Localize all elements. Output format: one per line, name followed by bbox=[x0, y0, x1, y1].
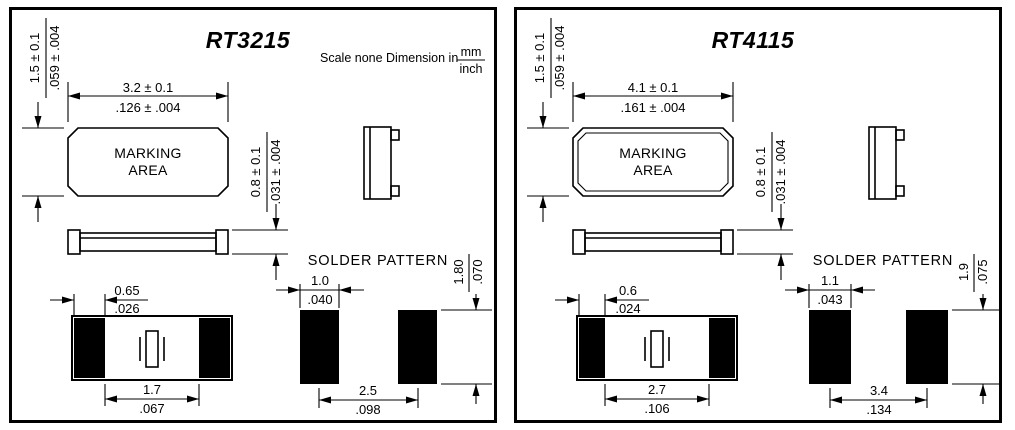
panel-rt4115: RT4115 1.5 ± 0.1 .059 ± .004 4.1 ± 0.1 .… bbox=[514, 7, 1002, 423]
bottom-view bbox=[71, 315, 233, 381]
solder-pattern bbox=[809, 310, 948, 384]
bottom-pad-left bbox=[74, 318, 105, 378]
dim-pad-width-mm: 0.6 bbox=[619, 283, 637, 298]
dim-land-height-inch: .070 bbox=[470, 259, 485, 284]
dim-land-width-mm: 1.1 bbox=[821, 273, 839, 288]
dim-pad-gap: 1.7 .067 bbox=[104, 382, 200, 416]
dim-body-thickness-mm: 0.8 ± 0.1 bbox=[248, 147, 263, 198]
crystal-symbol bbox=[139, 330, 165, 368]
dim-land-height-mm: 1.80 bbox=[451, 259, 466, 284]
side-view bbox=[572, 229, 734, 255]
package-outline bbox=[572, 127, 734, 197]
bottom-view bbox=[576, 315, 738, 381]
dim-land-width-inch: .043 bbox=[817, 292, 842, 307]
dim-land-height-inch: .075 bbox=[975, 259, 990, 284]
side-view bbox=[67, 229, 229, 255]
dim-body-width-inch: .161 ± .004 bbox=[621, 100, 686, 115]
dim-land-pitch: 2.5 .098 bbox=[318, 383, 419, 417]
dim-body-height: 1.5 ± 0.1 .059 ± .004 bbox=[527, 18, 569, 222]
dim-land-height-mm: 1.9 bbox=[956, 263, 971, 281]
dim-pad-width-mm: 0.65 bbox=[114, 283, 139, 298]
package-inner-outline bbox=[577, 132, 729, 192]
dim-pad-gap-inch: .067 bbox=[139, 401, 164, 416]
dim-pad-width: 0.6 .024 bbox=[555, 283, 649, 316]
unit-mm-label: mm bbox=[461, 45, 482, 59]
bottom-view-outline bbox=[576, 315, 738, 381]
marking-area-line2: AREA bbox=[633, 162, 673, 178]
dim-land-width: 1.1 .043 bbox=[785, 273, 875, 308]
dim-land-width: 1.0 .040 bbox=[276, 273, 364, 308]
land-right bbox=[906, 310, 948, 384]
dim-body-thickness-inch: .031 ± .004 bbox=[268, 140, 283, 205]
land-left bbox=[809, 310, 851, 384]
panel-border bbox=[9, 7, 497, 423]
bottom-view-outline bbox=[71, 315, 233, 381]
dim-land-pitch-inch: .098 bbox=[355, 402, 380, 417]
end-view bbox=[868, 126, 905, 200]
dim-land-width-inch: .040 bbox=[307, 292, 332, 307]
scale-note-text: Scale none Dimension in bbox=[320, 51, 458, 65]
dim-body-width-mm: 4.1 ± 0.1 bbox=[628, 80, 679, 95]
dim-land-pitch-mm: 2.5 bbox=[359, 383, 377, 398]
panel-title: RT3215 bbox=[206, 27, 291, 53]
dim-body-height-mm: 1.5 ± 0.1 bbox=[532, 33, 547, 84]
dim-pad-gap-inch: .106 bbox=[644, 401, 669, 416]
dim-body-width-inch: .126 ± .004 bbox=[116, 100, 181, 115]
dim-body-thickness-mm: 0.8 ± 0.1 bbox=[753, 147, 768, 198]
dim-body-thickness-inch: .031 ± .004 bbox=[773, 140, 788, 205]
marking-area-line1: MARKING bbox=[114, 145, 181, 161]
unit-inch-label: inch bbox=[460, 62, 483, 76]
dim-land-height: 1.80 .070 bbox=[441, 254, 492, 404]
dim-pad-gap-mm: 1.7 bbox=[143, 382, 161, 397]
bottom-pad-left bbox=[579, 318, 605, 378]
dim-pad-width-inch: .026 bbox=[114, 301, 139, 316]
end-view bbox=[363, 126, 400, 200]
dim-body-width: 4.1 ± 0.1 .161 ± .004 bbox=[572, 80, 734, 122]
marking-area-line1: MARKING bbox=[619, 145, 686, 161]
scale-note: Scale none Dimension in mm inch bbox=[320, 45, 485, 76]
bottom-pad-right bbox=[709, 318, 735, 378]
panel-title: RT4115 bbox=[712, 27, 795, 53]
dim-land-pitch-inch: .134 bbox=[866, 402, 891, 417]
dim-body-height-inch: .059 ± .004 bbox=[47, 26, 62, 91]
land-right bbox=[398, 310, 437, 384]
marking-area-top-view: MARKING AREA bbox=[67, 127, 229, 197]
dim-land-width-mm: 1.0 bbox=[311, 273, 329, 288]
panel-border bbox=[514, 7, 1002, 423]
marking-area-top-view: MARKING AREA bbox=[572, 127, 734, 197]
package-outline bbox=[67, 127, 229, 197]
marking-area-line2: AREA bbox=[128, 162, 168, 178]
dim-pad-gap: 2.7 .106 bbox=[604, 382, 710, 416]
dim-land-pitch: 3.4 .134 bbox=[829, 383, 928, 417]
dim-pad-width: 0.65 .026 bbox=[50, 283, 148, 316]
solder-pattern-label: SOLDER PATTERN bbox=[813, 253, 953, 269]
dim-land-height: 1.9 .075 bbox=[952, 254, 999, 404]
crystal-symbol bbox=[644, 330, 670, 368]
dim-pad-gap-mm: 2.7 bbox=[648, 382, 666, 397]
dim-pad-width-inch: .024 bbox=[615, 301, 640, 316]
panel-rt3215: RT3215 Scale none Dimension in mm inch 1… bbox=[9, 7, 497, 423]
dim-body-thickness: 0.8 ± 0.1 .031 ± .004 bbox=[737, 132, 793, 280]
dim-body-height-mm: 1.5 ± 0.1 bbox=[27, 33, 42, 84]
dim-body-height: 1.5 ± 0.1 .059 ± .004 bbox=[22, 18, 64, 222]
solder-pattern-label: SOLDER PATTERN bbox=[308, 253, 448, 269]
dim-body-width-mm: 3.2 ± 0.1 bbox=[123, 80, 174, 95]
solder-pattern bbox=[300, 310, 437, 384]
bottom-pad-right bbox=[199, 318, 230, 378]
dim-body-thickness: 0.8 ± 0.1 .031 ± .004 bbox=[232, 132, 288, 280]
dim-body-width: 3.2 ± 0.1 .126 ± .004 bbox=[67, 80, 229, 122]
dim-body-height-inch: .059 ± .004 bbox=[552, 26, 567, 91]
land-left bbox=[300, 310, 339, 384]
dim-land-pitch-mm: 3.4 bbox=[870, 383, 888, 398]
